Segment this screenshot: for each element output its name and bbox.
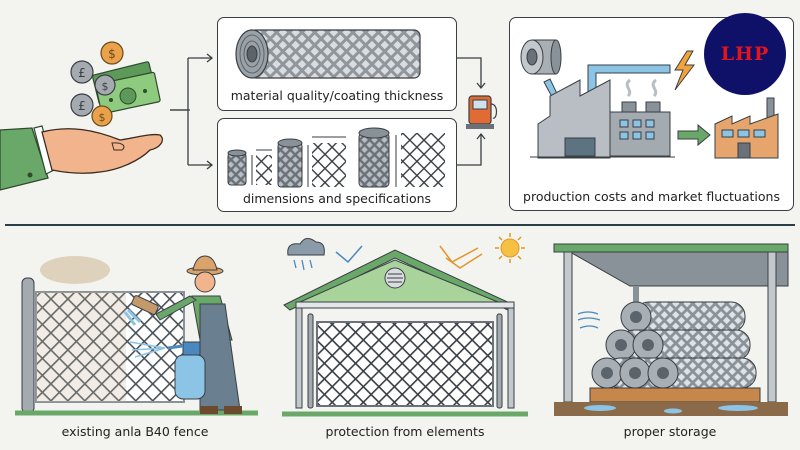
mesh-roll-icon bbox=[235, 29, 421, 79]
hand-icon bbox=[0, 125, 164, 191]
storage-caption: proper storage bbox=[623, 424, 717, 439]
sun-icon bbox=[495, 233, 525, 263]
shelter-illustration bbox=[282, 233, 528, 417]
factory-illustration bbox=[520, 39, 779, 159]
section-divider bbox=[5, 224, 795, 226]
dollar-symbol: $ bbox=[102, 80, 109, 93]
fuel-pump-connector bbox=[457, 57, 498, 166]
material-quality-caption: material quality/coating thickness bbox=[230, 88, 444, 103]
flow-connector bbox=[170, 53, 214, 170]
storage-illustration bbox=[553, 243, 789, 416]
output-arrow-icon bbox=[677, 123, 711, 147]
dimensions-card: dimensions and specifications bbox=[217, 118, 457, 212]
money-hand-illustration: $ £ $ £ $ bbox=[0, 41, 190, 191]
coin-icon: $ £ $ £ $ bbox=[70, 41, 124, 127]
production-costs-caption: production costs and market fluctuations bbox=[523, 189, 780, 204]
dollar-symbol: $ bbox=[108, 47, 116, 61]
worker-icon bbox=[123, 255, 242, 414]
steel-coil-icon bbox=[520, 39, 562, 75]
small-factory-icon bbox=[714, 97, 779, 159]
fuel-pump-icon bbox=[466, 95, 498, 129]
logo-text: LHP bbox=[720, 43, 770, 65]
pound-symbol: £ bbox=[78, 66, 86, 80]
factory-icon bbox=[530, 79, 675, 159]
dimension-rolls-icon bbox=[227, 127, 445, 188]
rain-cloud-icon bbox=[287, 238, 325, 271]
shelter-caption: protection from elements bbox=[325, 424, 485, 439]
lightning-icon bbox=[674, 50, 696, 91]
cleaning-caption: existing anla B40 fence bbox=[61, 424, 209, 439]
material-quality-card: material quality/coating thickness bbox=[217, 17, 457, 111]
dollar-symbol: $ bbox=[99, 111, 106, 124]
pound-symbol: £ bbox=[78, 99, 86, 113]
dimensions-caption: dimensions and specifications bbox=[242, 191, 432, 206]
lhp-logo: LHP bbox=[704, 13, 786, 95]
stacked-rolls-icon bbox=[591, 301, 757, 389]
fence-cleaning-illustration bbox=[15, 255, 258, 416]
